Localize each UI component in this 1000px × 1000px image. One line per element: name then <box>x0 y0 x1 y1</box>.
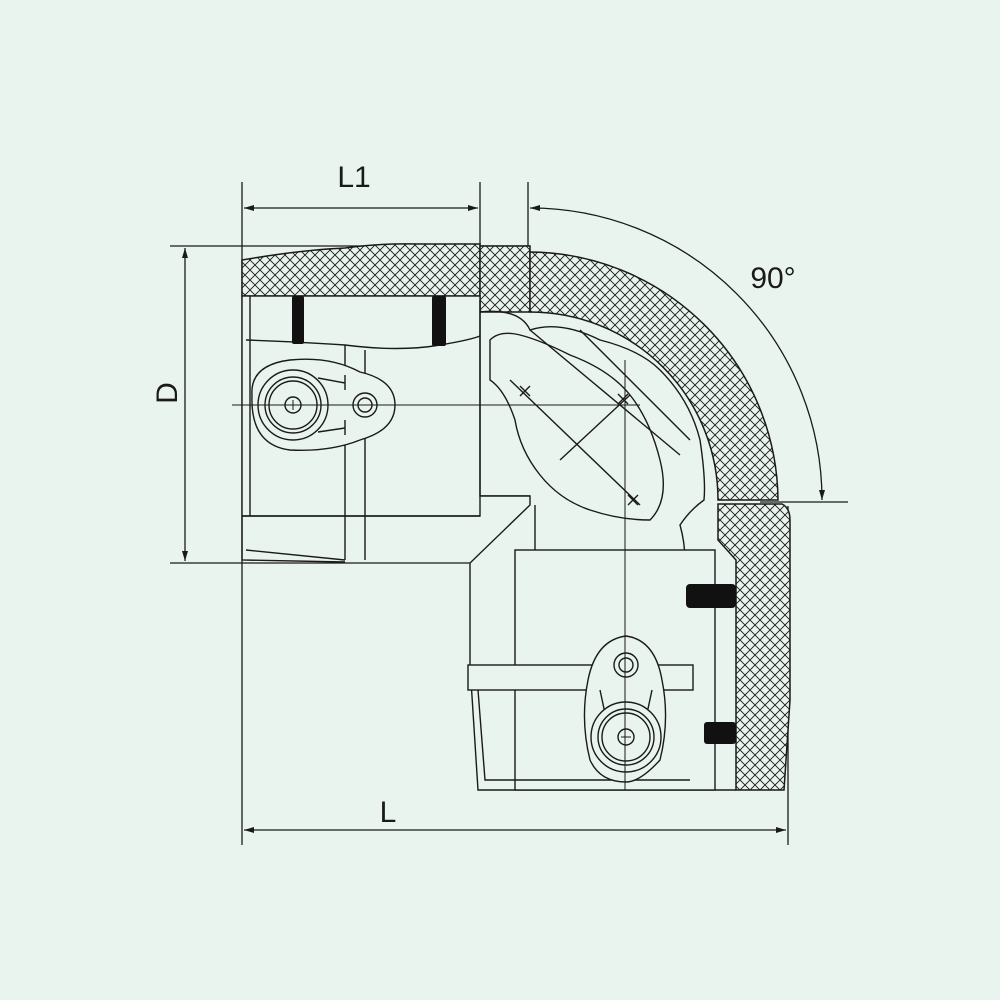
outer-wall-collar <box>479 245 531 313</box>
seal-right <box>432 296 446 346</box>
inner-bend-contour <box>479 310 706 791</box>
crosshatched-pipe-wall <box>241 243 791 791</box>
seal-upper <box>686 584 736 608</box>
centre-lines <box>232 360 640 790</box>
fusion-indicator-bottom <box>613 652 639 678</box>
seal-left <box>292 296 304 344</box>
l1-label: L1 <box>337 161 370 194</box>
outer-wall-vertical <box>717 503 791 791</box>
seal-lower <box>704 722 736 744</box>
outer-wall-horizontal <box>241 243 481 297</box>
d-label: D <box>151 382 184 404</box>
angle-arc <box>529 205 825 501</box>
angle-label: 90° <box>750 262 795 295</box>
l-label: L <box>380 796 397 829</box>
outer-wall-bend <box>529 251 779 501</box>
heating-wire-seals <box>292 296 736 744</box>
